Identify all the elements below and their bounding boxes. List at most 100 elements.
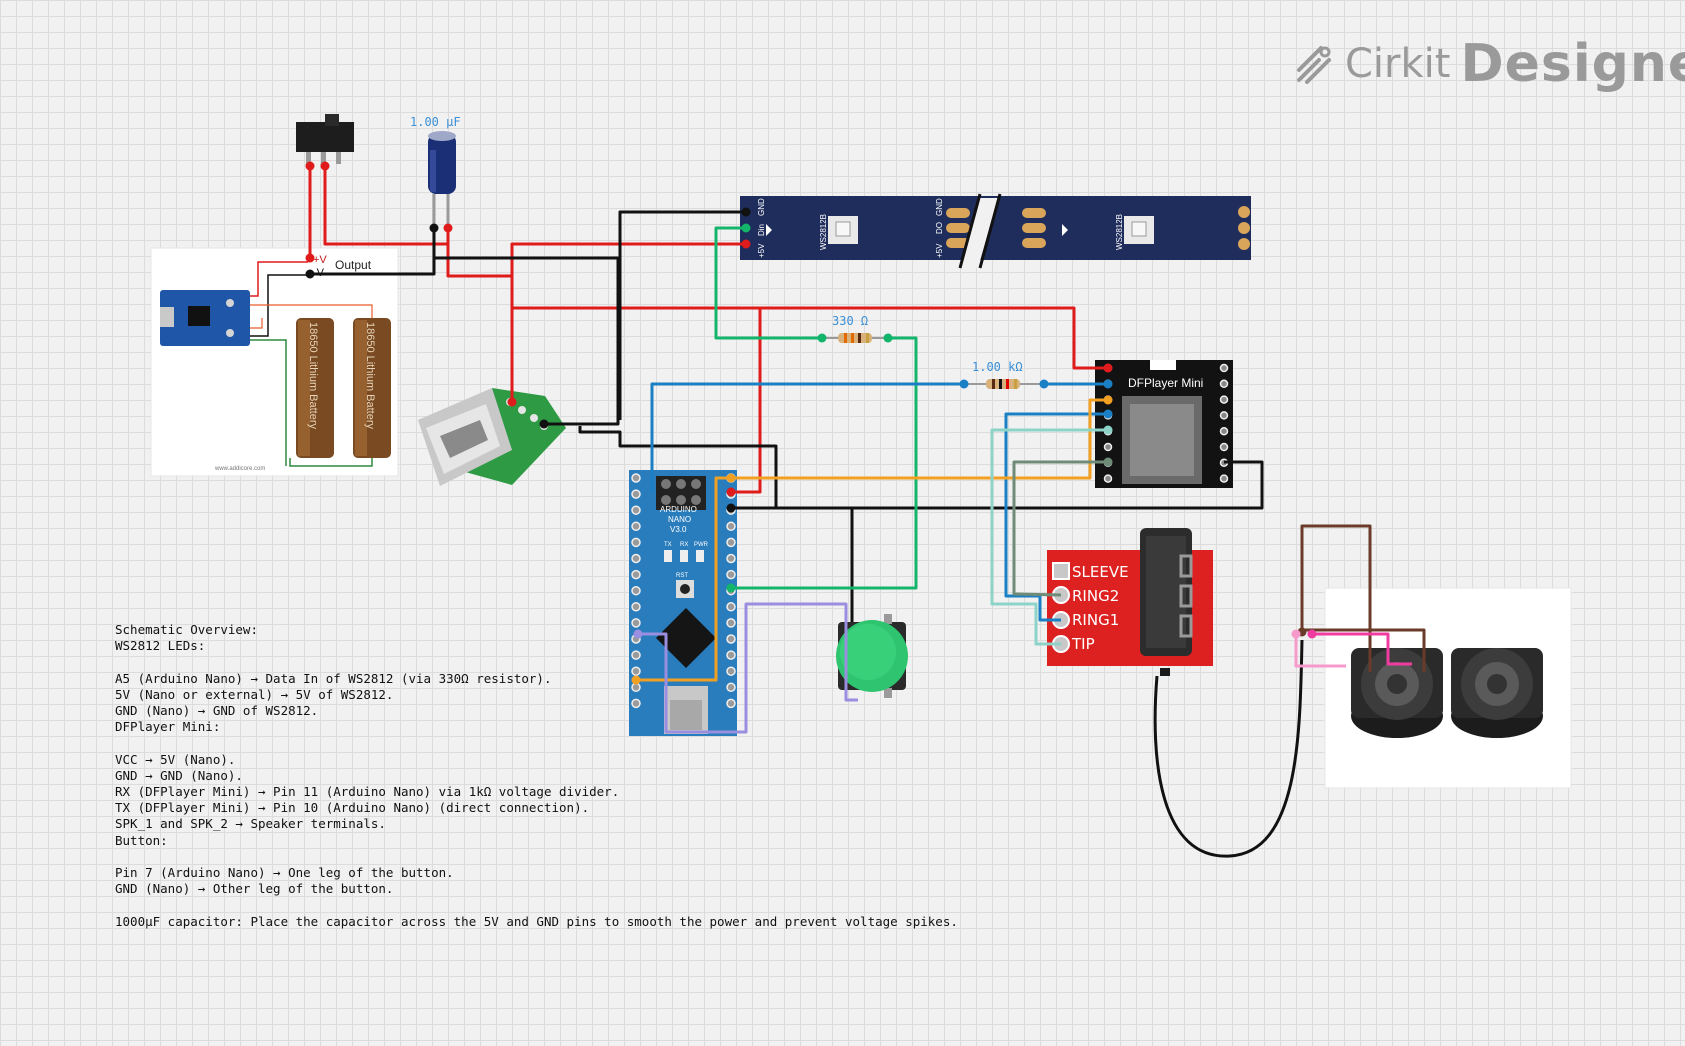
pin[interactable] [631,618,641,628]
strip-pin-5v: +5V [757,243,766,258]
wire-black-cap-gnd[interactable] [310,228,436,276]
wire-green-strip-din[interactable] [714,226,822,340]
note-line: GND → GND (Nano). [115,767,243,783]
connection-dots [305,161,1317,685]
cirkit-logo-icon [1297,46,1331,84]
note-line: GND (Nano) → GND of WS2812. [115,703,319,718]
slide-switch[interactable] [296,114,354,164]
note-line: DFPlayer Mini: [115,719,221,735]
wire-gray-df-jack[interactable] [1012,460,1108,597]
note-line: VCC → 5V (Nano). [115,751,236,767]
strip-chip-label-1: WS2812B [819,214,828,250]
dfplayer-right-pins[interactable] [1219,363,1229,483]
note-line: RX (DFPlayer Mini) → Pin 11 (Arduino Nan… [115,784,620,799]
pin[interactable] [726,634,736,644]
pin[interactable] [1219,379,1229,389]
note-line: 5V (Nano or external) → 5V of WS2812. [115,686,394,702]
jack-sleeve-label: SLEEVE [1072,563,1129,581]
wire-green-res-nano[interactable] [731,336,918,590]
battery-label-2: 18650 Lithium Battery [364,322,376,430]
pin[interactable] [631,521,641,532]
wire-black-usb-gnd[interactable] [434,256,620,426]
pin[interactable] [631,569,641,580]
pin[interactable] [726,666,736,676]
wire-red-strip-5v[interactable] [510,242,746,402]
usb-breakout-board[interactable] [418,388,566,486]
schematic-notes: Schematic Overview:WS2812 LEDs:A5 (Ardui… [115,622,958,930]
jack-cable[interactable] [1153,639,1304,858]
wire-blue-nano-res[interactable] [650,382,964,492]
battery-label-1: 18650 Lithium Battery [307,322,319,430]
note-line: Button: [115,832,168,848]
pin[interactable] [631,585,641,596]
pin[interactable] [1219,411,1229,420]
pin[interactable] [631,473,641,483]
pin[interactable] [726,698,736,709]
wire-pink-speaker-1[interactable] [1312,632,1412,666]
wire-pink-speaker-2[interactable] [1294,634,1346,668]
nano-label-1: ARDUINO [660,505,697,514]
wires [308,166,1426,858]
pin[interactable] [726,521,736,532]
push-button[interactable] [836,614,908,698]
nano-left-pin-header[interactable] [631,473,641,709]
pin[interactable] [631,602,641,612]
wire-black-usb-nano[interactable] [578,426,778,508]
pin[interactable] [726,602,736,612]
wire-red-nano-df[interactable] [731,306,1108,494]
pin[interactable] [726,650,736,660]
strip-pin-din: Din [757,224,766,236]
resistor-1k[interactable]: 1.00 kΩ [964,360,1044,389]
speakers[interactable] [1324,587,1572,789]
nano-label-2: NANO [668,515,691,524]
jack-tip-label: TIP [1071,635,1095,653]
pin[interactable] [1219,442,1229,452]
pin[interactable] [726,618,736,628]
pin[interactable] [631,650,641,660]
wire-red-cap-usb[interactable] [446,228,514,402]
pin[interactable] [1219,426,1229,436]
wire-purple-nano-btn[interactable] [638,602,858,734]
pin[interactable] [631,505,641,515]
note-line [115,735,958,751]
note-line: 1000µF capacitor: Place the capacitor ac… [115,913,958,929]
note-line: GND (Nano) → Other leg of the button. [115,881,394,897]
wire-black-strip-gnd[interactable] [618,210,746,420]
nano-label-3: V3.0 [670,525,687,534]
audio-jack-breakout[interactable]: SLEEVE RING2 RING1 TIP [1047,528,1213,676]
pin[interactable] [1219,474,1229,483]
capacitor[interactable]: 1.00 µF [410,115,461,228]
pin[interactable] [631,698,641,709]
dfplayer-mini[interactable]: DFPlayer Mini [1095,360,1233,488]
strip-chip-label-2: WS2812B [1115,214,1124,250]
wire-brown-speaker-1[interactable] [1300,524,1372,672]
pin[interactable] [631,553,641,564]
charger-battery-module[interactable]: 18650 Lithium Battery 18650 Lithium Batt… [150,247,399,477]
resistor-330-label: 330 Ω [832,314,868,328]
logo-designer-text: Designer [1460,34,1685,94]
wire-brown-speaker-2[interactable] [1302,628,1426,672]
pin[interactable] [631,489,641,499]
charger-pos-label: +V [313,254,327,266]
wire-teal-df-jack[interactable] [990,428,1108,646]
ws2812b-led-strip[interactable]: WS2812B WS2812B GND Din +5V DO GND +5V [740,193,1251,269]
jack-ring1-label: RING1 [1072,611,1119,629]
pin[interactable] [631,537,641,548]
resistor-330[interactable]: 330 Ω [822,314,888,343]
wire-blue-df-jack[interactable] [1004,412,1108,622]
pin[interactable] [1103,474,1113,483]
pin[interactable] [726,537,736,548]
arduino-nano[interactable]: ARDUINO NANO V3.0 RST TX RX PWR [629,470,737,736]
pin[interactable] [726,682,736,693]
wire-black-nano-df[interactable] [776,460,1264,510]
pin[interactable] [1219,395,1229,404]
pin[interactable] [1103,442,1113,452]
pin[interactable] [631,666,641,676]
wire-orange-nano-df[interactable] [636,398,1108,682]
nano-rst-label: RST [676,573,688,579]
charger-watermark: www.addicore.com [214,466,265,472]
pin[interactable] [1219,363,1229,373]
pin[interactable] [726,553,736,564]
pin[interactable] [726,569,736,580]
